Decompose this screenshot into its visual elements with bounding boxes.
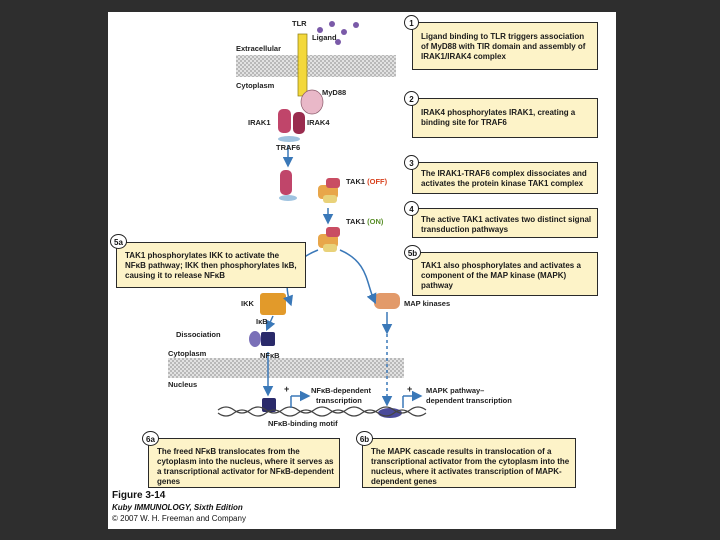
arrow-to-mapk — [339, 249, 377, 305]
step-5b-box: TAK1 also phosphorylates and activates a… — [412, 252, 598, 296]
transcription-label: transcription — [316, 396, 362, 405]
step-2-text: IRAK4 phosphorylates IRAK1, creating a b… — [421, 108, 576, 127]
myd88-label: MyD88 — [322, 88, 347, 97]
mapk-dependent-label-2: dependent transcription — [426, 396, 512, 405]
ligand-dot — [353, 22, 359, 28]
tak1-text: TAK1 — [346, 177, 366, 186]
step-4-text: The active TAK1 activates two distinct s… — [421, 215, 592, 234]
ikk-label: IKK — [241, 299, 254, 308]
step-5a-box: TAK1 phosphorylates IKK to activate the … — [116, 242, 306, 288]
tak1-off-label: TAK1 (OFF) — [346, 177, 387, 186]
plasma-membrane — [236, 55, 396, 77]
tak1-subunit — [323, 244, 337, 252]
step-3-box: The IRAK1-TRAF6 complex dissociates and … — [412, 162, 598, 194]
irak1-protein — [278, 109, 291, 133]
nfkb-dependent-label: NFκB-dependent — [311, 386, 372, 395]
nfkb-label: NFκB — [260, 351, 280, 360]
plus-sign: + — [284, 384, 290, 394]
ikk-protein — [260, 293, 286, 315]
step-5a-text: TAK1 phosphorylates IKK to activate the … — [125, 251, 297, 280]
dissociation-label: Dissociation — [176, 330, 221, 339]
on-state: (ON) — [367, 217, 384, 226]
ligand-label: Ligand — [312, 33, 337, 42]
off-state: (OFF) — [367, 177, 388, 186]
mapk-dependent-label-1: MAPK pathway– — [426, 386, 485, 395]
step-4-box: The active TAK1 activates two distinct s… — [412, 208, 598, 238]
step-6b-text: The MAPK cascade results in translocatio… — [371, 447, 570, 486]
step-2-box: IRAK4 phosphorylates IRAK1, creating a b… — [412, 98, 598, 138]
step-2-number: 2 — [404, 91, 419, 106]
motif-label: NFκB-binding motif — [268, 419, 338, 428]
step-4-number: 4 — [404, 201, 419, 216]
step-5a-number: 5a — [110, 234, 127, 249]
ligand-dot — [329, 21, 335, 27]
traf6-small — [279, 195, 297, 201]
figure-panel: TLR Ligand Extracellular Cytoplasm MyD88… — [108, 12, 616, 529]
irak4-label: IRAK4 — [307, 118, 330, 127]
cytoplasm-label: Cytoplasm — [236, 81, 275, 90]
nfkb-protein — [261, 332, 275, 346]
ligand-dot — [341, 29, 347, 35]
traf6-label: TRAF6 — [276, 143, 301, 152]
step-6a-number: 6a — [142, 431, 159, 446]
dna-strand — [217, 409, 427, 417]
irak1-traf6-complex — [280, 170, 292, 195]
map-kinases-label: MAP kinases — [404, 299, 451, 308]
tak1-on-label: TAK1 (ON) — [346, 217, 383, 226]
copyright: © 2007 W. H. Freeman and Company — [112, 514, 246, 523]
step-6b-box: The MAPK cascade results in translocatio… — [362, 438, 576, 488]
dna-strand — [217, 406, 427, 414]
tlr-receptor — [297, 33, 308, 97]
tak1-subunit — [326, 178, 340, 188]
irak1-label: IRAK1 — [248, 118, 271, 127]
step-1-number: 1 — [404, 15, 419, 30]
nfkb-nuclear — [262, 398, 276, 412]
tak1-text: TAK1 — [346, 217, 366, 226]
book-title: Kuby IMMUNOLOGY, Sixth Edition — [112, 503, 243, 512]
step-6b-number: 6b — [356, 431, 373, 446]
step-3-text: The IRAK1-TRAF6 complex dissociates and … — [421, 169, 587, 188]
plus-sign: + — [407, 384, 413, 394]
step-5b-text: TAK1 also phosphorylates and activates a… — [421, 261, 581, 290]
map-kinase-protein — [374, 293, 400, 309]
nucleus-label: Nucleus — [168, 380, 198, 389]
step-3-number: 3 — [404, 155, 419, 170]
step-6a-box: The freed NFκB translocates from the cyt… — [148, 438, 340, 488]
step-6a-text: The freed NFκB translocates from the cyt… — [157, 447, 334, 486]
pathway-diagram — [168, 21, 427, 418]
ligand-dot — [317, 27, 323, 33]
ikb-label: IκB — [256, 317, 268, 326]
nuclear-membrane-right — [168, 358, 404, 378]
cytoplasm2-label: Cytoplasm — [168, 349, 207, 358]
step-1-text: Ligand binding to TLR triggers associati… — [421, 32, 586, 61]
tak1-subunit — [323, 195, 337, 203]
arrow — [265, 315, 276, 332]
ikb-protein — [249, 331, 261, 347]
step-1-box: Ligand binding to TLR triggers associati… — [412, 22, 598, 70]
step-5b-number: 5b — [404, 245, 421, 260]
extracellular-label: Extracellular — [236, 44, 282, 53]
tlr-label: TLR — [292, 19, 307, 28]
figure-number: Figure 3-14 — [112, 490, 166, 501]
ligand-dot — [335, 39, 341, 45]
tak1-subunit — [326, 227, 340, 237]
traf6-protein — [278, 136, 300, 142]
myd88-protein — [300, 89, 324, 115]
irak4-protein — [293, 112, 305, 134]
